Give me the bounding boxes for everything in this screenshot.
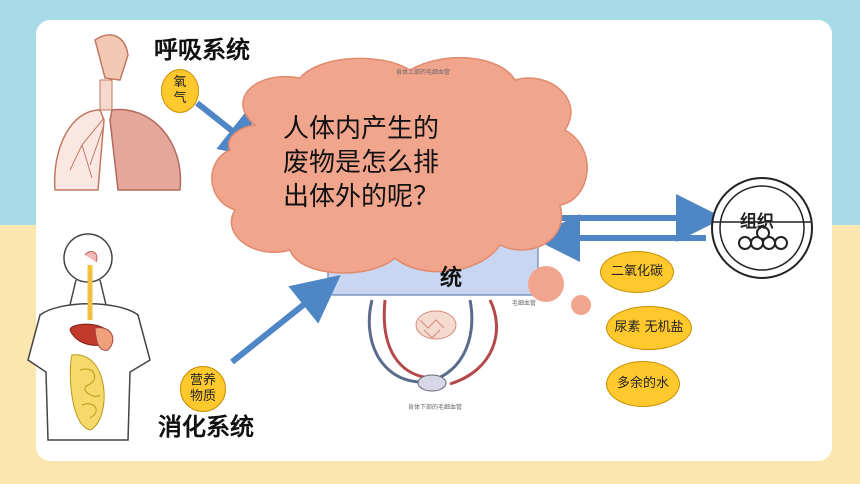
question-text: 人体内产生的 废物是怎么排 出体外的呢？ <box>283 112 493 214</box>
question-line-3: 出体外的呢？ <box>283 182 440 212</box>
digestive-title: 消化系统 <box>158 413 254 441</box>
thought-cloud <box>211 56 591 315</box>
diagram-top-caption: 肯体上部的毛细血管 <box>396 69 451 76</box>
lungs-illustration <box>53 34 182 191</box>
urea-salt-badge: 尿素 无机盐 <box>606 306 692 350</box>
vessel-diagram <box>367 299 498 392</box>
co2-badge: 二氧化碳 <box>600 251 674 293</box>
digestive-illustration <box>27 233 151 441</box>
circulatory-title-partial: 统 <box>440 266 463 291</box>
nutrient-arrow <box>230 275 341 365</box>
question-line-1: 人体内产生的 <box>283 114 440 144</box>
nutrients-badge: 营养物质 <box>180 366 226 412</box>
water-badge: 多余的水 <box>606 361 680 407</box>
diagram-bottom-caption: 肯体下部的毛细血管 <box>408 404 463 411</box>
tissue-label: 组织 <box>740 212 774 232</box>
tissue-diagram <box>711 177 813 279</box>
oxygen-badge: 氧气 <box>161 69 199 113</box>
question-line-2: 废物是怎么排 <box>283 148 440 178</box>
diagram-side-caption: 毛细血管 <box>512 300 537 307</box>
respiratory-title: 呼吸系统 <box>154 36 250 64</box>
